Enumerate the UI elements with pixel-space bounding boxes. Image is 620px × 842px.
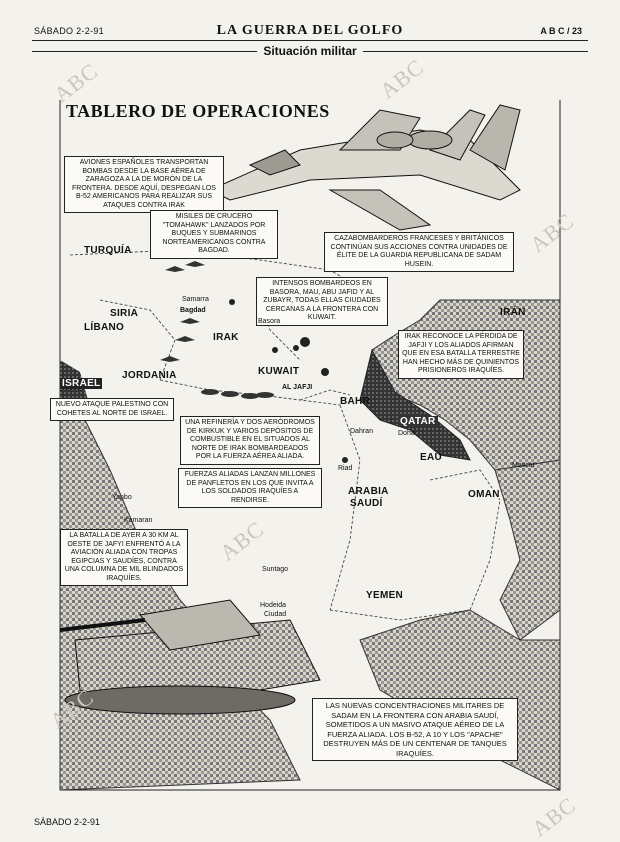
- newspaper-section-title: LA GUERRA DEL GOLFO: [216, 23, 404, 38]
- country-arabia: ARABIA: [348, 486, 389, 497]
- callout-irak-reconoce: IRAK RECONOCE LA PÉRDIDA DE JAFJI Y LOS …: [398, 330, 524, 379]
- country-yemen: YEMEN: [366, 590, 404, 601]
- callout-fuerzas-aliadas: FUERZAS ALIADAS LANZAN MILLONES DE PANFL…: [178, 468, 322, 508]
- city-riad: Riad: [338, 465, 353, 472]
- callout-cazabombarderos: CAZABOMBARDEROS FRANCESES Y BRITÁNICOS C…: [324, 232, 514, 272]
- page-number: A B C / 23: [540, 26, 582, 36]
- country-jordania: JORDANIA: [122, 370, 177, 381]
- unit-tokens: [160, 261, 274, 399]
- oman-landmass: [494, 459, 561, 641]
- bombing-markers: [229, 299, 348, 463]
- city-doha: Doha: [398, 430, 415, 437]
- city-hodeida: Hodeida: [260, 602, 287, 609]
- section-label-text: Situación militar: [257, 44, 363, 58]
- city-kamaran: Kamaran: [124, 517, 153, 524]
- header-rule: [32, 40, 588, 41]
- country-turquia: TURQUÍA: [84, 245, 132, 256]
- country-kuwait: KUWAIT: [258, 366, 300, 377]
- country-israel: ISRAEL: [60, 378, 103, 389]
- callout-misiles-tomahawk: MISILES DE CRUCERO "TOMAHAWK" LANZADOS P…: [150, 210, 278, 259]
- footer-date: SÁBADO 2-2-91: [34, 817, 101, 827]
- gulf-coast-dark: [359, 348, 471, 461]
- country-bahrain: BAHR: [340, 396, 371, 407]
- country-oman: OMAN: [468, 489, 500, 500]
- country-qatar: QATAR: [398, 416, 438, 427]
- country-eau: EAU: [420, 452, 443, 463]
- city-suntago: Suntago: [262, 566, 289, 573]
- city-basora: Basora: [258, 318, 281, 325]
- city-yanbo: Yanbo: [112, 494, 132, 501]
- callout-aviones-espanoles: AVIONES ESPAÑOLES TRANSPORTAN BOMBAS DES…: [64, 156, 224, 213]
- callout-refineria: UNA REFINERÍA Y DOS AERÓDROMOS DE KIRKUK…: [180, 416, 320, 465]
- city-bagdad: Bagdad: [180, 307, 206, 314]
- country-iran: IRÁN: [500, 307, 526, 318]
- section-label: Situación militar: [0, 44, 620, 58]
- city-samarra: Samarra: [182, 296, 209, 303]
- city-ciudad: Ciudad: [264, 611, 287, 618]
- city-al-jafji: AL JAFJI: [282, 384, 313, 391]
- city-mascat: Mascat: [512, 462, 535, 469]
- callout-intensos-bombardeos: INTENSOS BOMBARDEOS EN BASORA, MAU, ABU …: [256, 277, 388, 326]
- panel-title: TABLERO DE OPERACIONES: [62, 101, 334, 122]
- a10-aircraft-illustration: [208, 104, 521, 231]
- header-date: SÁBADO 2-2-91: [34, 26, 104, 36]
- country-libano: LÍBANO: [84, 322, 125, 333]
- city-dahran: Dahran: [350, 428, 373, 435]
- country-saudi: SAUDÍ: [350, 498, 383, 509]
- tank-illustration: [59, 599, 321, 715]
- country-siria: SIRIA: [110, 308, 139, 319]
- callout-nuevo-ataque: NUEVO ATAQUE PALESTINO CON COHETES AL NO…: [50, 398, 174, 421]
- country-irak: IRAK: [213, 332, 239, 343]
- callout-batalla: LA BATALLA DE AYER A 30 KM AL OESTE DE J…: [60, 529, 188, 586]
- callout-nuevas-concentraciones: LAS NUEVAS CONCENTRACIONES MILITARES DE …: [312, 698, 518, 761]
